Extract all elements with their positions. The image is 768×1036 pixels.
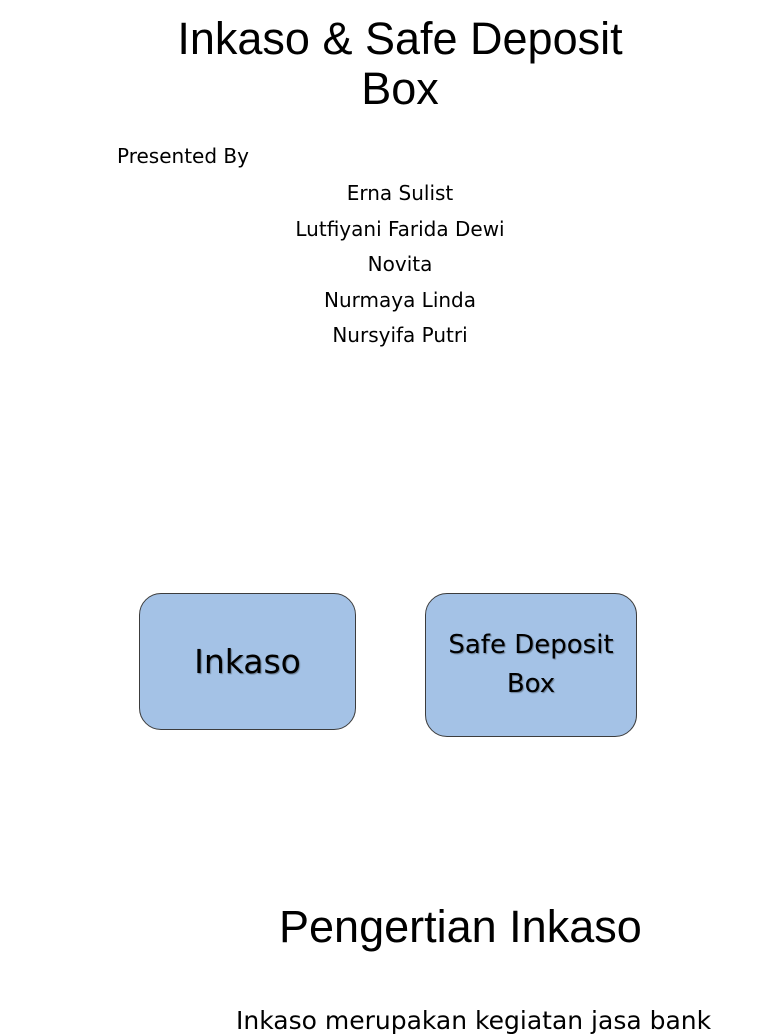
presenter-name: Nursyifa Putri [332,323,468,347]
slide-title: Inkaso & Safe Deposit Box [0,14,768,114]
presenter-list: Erna Sulist Lutfiyani Farida Dewi Novita… [200,176,600,354]
presenter-name: Erna Sulist [346,181,454,205]
safe-deposit-box-label-line-1: Safe Deposit [448,630,614,660]
presenter-name: Novita [367,252,433,276]
safe-deposit-box-label: Safe Deposit Box [448,626,613,704]
safe-deposit-box-box[interactable]: Safe Deposit Box [425,593,637,737]
presenter-name: Lutfiyani Farida Dewi [295,216,505,241]
slide-title-line-2: Box [361,63,439,114]
section-body-text: Inkaso merupakan kegiatan jasa bank [236,1006,712,1035]
inkaso-box[interactable]: Inkaso [139,593,356,730]
presented-by-label: Presented By [117,144,249,168]
safe-deposit-box-label-line-2: Box [506,669,556,699]
section-title: Pengertian Inkaso [279,901,642,952]
inkaso-box-label: Inkaso [194,642,301,681]
presenter-name: Nurmaya Linda [323,287,477,312]
slide-title-line-1: Inkaso & Safe Deposit [177,13,623,64]
